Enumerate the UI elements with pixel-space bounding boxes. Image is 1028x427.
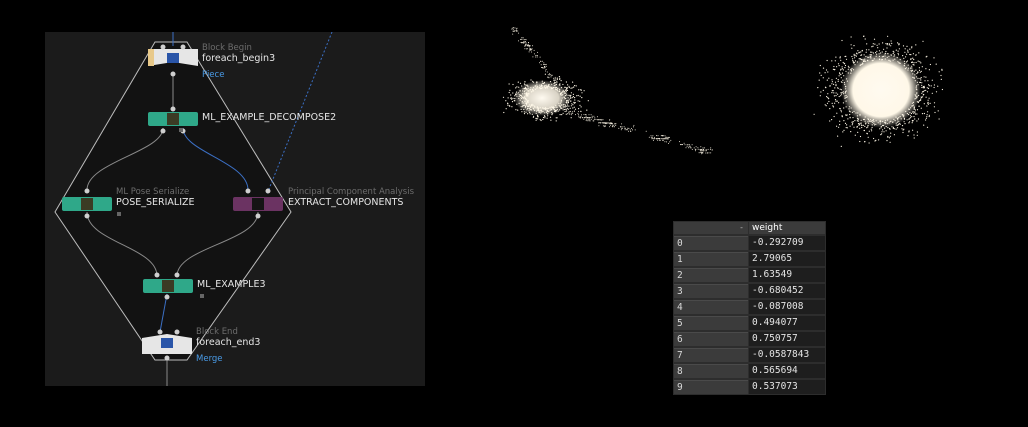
node-foreach-begin3[interactable] <box>148 44 198 77</box>
network-graph <box>54 32 333 386</box>
weight-value: 0.537073 <box>749 380 825 394</box>
weight-value: 1.63549 <box>749 268 825 282</box>
row-index: 7 <box>674 348 748 362</box>
point-cloud-canvas <box>502 27 943 155</box>
node-name-pca: EXTRACT_COMPONENTS <box>288 197 404 208</box>
node-type-block-end: Block End <box>196 327 238 337</box>
node-name-decompose: ML_EXAMPLE_DECOMPOSE2 <box>202 112 337 123</box>
spreadsheet-header: - weight <box>673 221 826 235</box>
weight-value: 0.750757 <box>749 332 825 346</box>
external-wire <box>266 32 333 195</box>
point-cloud-viewer[interactable] <box>500 0 1028 200</box>
weight-value: -0.0587843 <box>749 348 825 362</box>
row-index: 6 <box>674 332 748 346</box>
node-sub-merge: Merge <box>196 354 223 364</box>
node-extract-components[interactable] <box>233 188 283 219</box>
weight-value: -0.087008 <box>749 300 825 314</box>
point-cluster-right <box>841 52 921 128</box>
weight-value: 0.494077 <box>749 316 825 330</box>
row-index: 9 <box>674 380 748 394</box>
node-network-editor[interactable]: Block Begin foreach_begin3 Piece ML_EXAM… <box>45 32 425 386</box>
wire-pose-example <box>86 211 158 277</box>
weight-value: -0.680452 <box>749 284 825 298</box>
weight-value: 2.79065 <box>749 252 825 266</box>
wire-example-end <box>159 293 168 333</box>
node-type-pca: Principal Component Analysis <box>288 187 414 197</box>
table-row[interactable]: 0-0.292709 <box>673 235 826 251</box>
row-index: 0 <box>674 236 748 250</box>
wire-decompose-pca <box>182 127 249 191</box>
point-cluster-left <box>514 80 570 116</box>
node-type-pose: ML Pose Serialize <box>116 187 190 197</box>
node-name-example3: ML_EXAMPLE3 <box>197 279 266 290</box>
weight-value: 0.565694 <box>749 364 825 378</box>
table-row[interactable]: 7-0.0587843 <box>673 347 826 363</box>
foreach-block-outline <box>54 41 292 361</box>
node-name-foreach-end3: foreach_end3 <box>196 337 261 348</box>
node-sub-piece: Piece <box>202 70 225 80</box>
index-column-header[interactable]: - <box>674 222 748 234</box>
node-ml-example3[interactable] <box>143 272 204 300</box>
row-index: 8 <box>674 364 748 378</box>
table-row[interactable]: 4-0.087008 <box>673 299 826 315</box>
row-index: 4 <box>674 300 748 314</box>
row-index: 2 <box>674 268 748 282</box>
weight-value: -0.292709 <box>749 236 825 250</box>
node-name-pose: POSE_SERIALIZE <box>116 197 195 208</box>
node-ml-example-decompose2[interactable] <box>148 106 198 134</box>
row-index: 5 <box>674 316 748 330</box>
node-name-foreach-begin3: foreach_begin3 <box>202 53 276 64</box>
row-index: 3 <box>674 284 748 298</box>
table-row[interactable]: 3-0.680452 <box>673 283 826 299</box>
node-foreach-end3[interactable] <box>142 329 192 361</box>
node-type-block-begin: Block Begin <box>202 43 252 53</box>
row-index: 1 <box>674 252 748 266</box>
wire-decompose-pose <box>86 127 164 191</box>
node-pose-serialize[interactable] <box>62 188 121 219</box>
weight-column-header[interactable]: weight <box>749 222 825 234</box>
wire-pca-example <box>176 211 259 277</box>
